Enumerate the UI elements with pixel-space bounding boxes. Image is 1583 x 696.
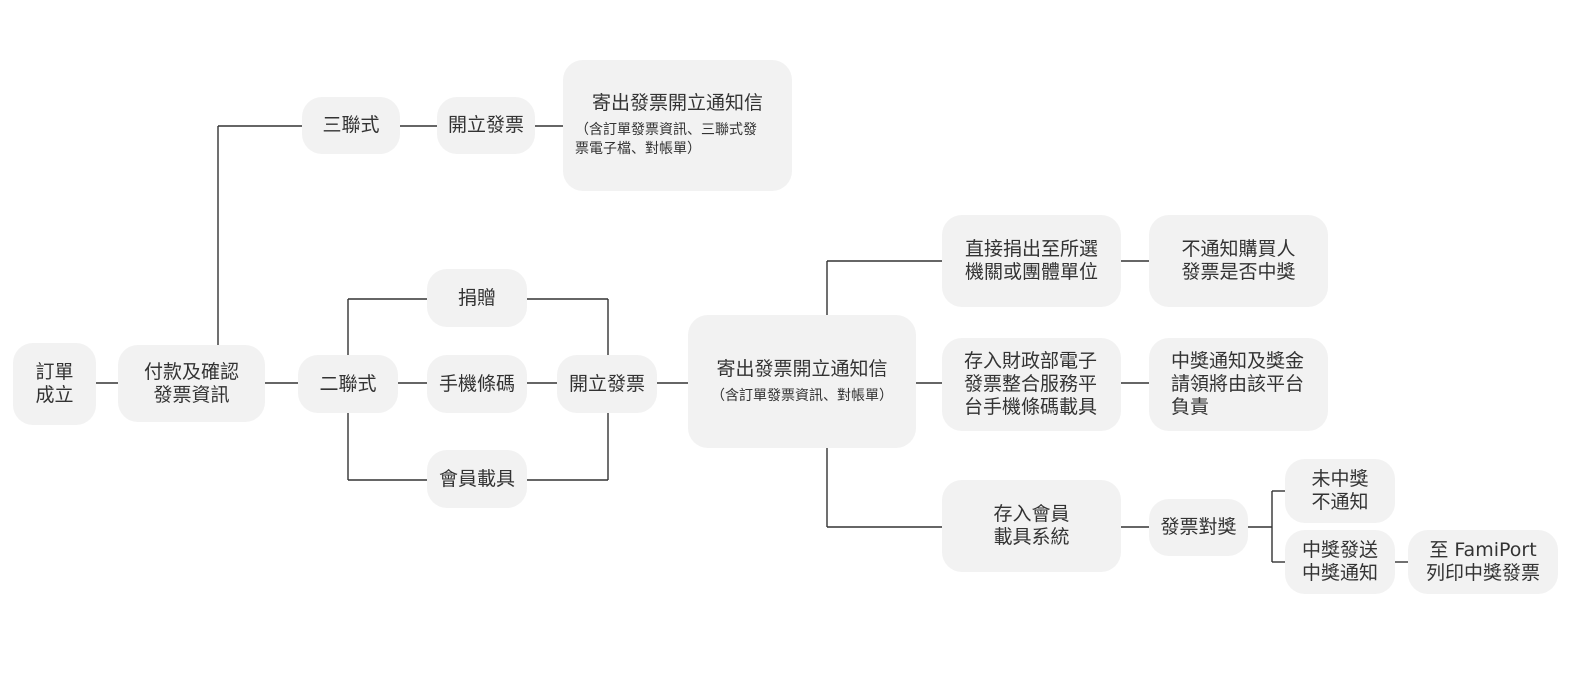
- node-note: （含訂單發票資訊、三聯式發 票電子檔、對帳單）: [575, 122, 757, 157]
- node-label: 中獎通知及獎金 請領將由該平台 負責: [1171, 350, 1305, 418]
- node-label: 存入財政部電子 發票整合服務平 台手機條碼載具: [964, 350, 1098, 418]
- node-payment-confirm: 付款及確認 發票資訊: [118, 345, 265, 422]
- node-label: 至 FamiPort 列印中獎發票: [1425, 539, 1540, 584]
- node-label: 不通知購買人 發票是否中獎: [1181, 238, 1296, 283]
- node-label: 中獎發送 中獎通知: [1301, 539, 1378, 584]
- node-no-notify-buyer: 不通知購買人 發票是否中獎: [1149, 215, 1328, 307]
- node-mobile-barcode: 手機條碼: [427, 355, 527, 413]
- node-note: （含訂單發票資訊、對帳單）: [711, 387, 893, 404]
- node-duplicate: 二聯式: [298, 355, 398, 413]
- node-member-carrier-system: 存入會員 載具系統: [942, 480, 1121, 572]
- node-label: 三聯式: [322, 114, 380, 136]
- node-label: 付款及確認 發票資訊: [143, 360, 239, 406]
- node-triplicate: 三聯式: [302, 97, 400, 154]
- node-label: 開立發票: [568, 372, 645, 395]
- node-label: 寄出發票開立通知信: [591, 92, 763, 114]
- node-duplicate-issue-invoice: 開立發票: [557, 355, 657, 413]
- node-label: 手機條碼: [438, 372, 515, 395]
- node-mof-platform: 存入財政部電子 發票整合服務平 台手機條碼載具: [942, 338, 1121, 431]
- node-not-won: 未中獎 不通知: [1285, 459, 1395, 523]
- node-order-created: 訂單 成立: [13, 343, 96, 425]
- node-label: 存入會員 載具系統: [993, 503, 1070, 548]
- node-label: 開立發票: [447, 114, 524, 136]
- node-label: 寄出發票開立通知信: [716, 357, 888, 380]
- node-won-notify: 中獎發送 中獎通知: [1285, 530, 1395, 594]
- node-mof-prize-note: 中獎通知及獎金 請領將由該平台 負責: [1149, 338, 1328, 431]
- node-member-carrier: 會員載具: [427, 450, 527, 508]
- node-label: 會員載具: [438, 467, 515, 490]
- node-label: 未中獎 不通知: [1311, 468, 1369, 513]
- node-label: 訂單 成立: [35, 361, 74, 406]
- node-triplicate-issue-invoice: 開立發票: [437, 97, 535, 154]
- node-label: 二聯式: [319, 372, 377, 395]
- node-label: 發票對獎: [1160, 516, 1237, 538]
- node-duplicate-mail-notice: 寄出發票開立通知信 （含訂單發票資訊、對帳單）: [688, 315, 916, 448]
- node-invoice-check: 發票對獎: [1149, 499, 1248, 556]
- node-donate: 捐贈: [427, 269, 527, 327]
- node-donate-to-org: 直接捐出至所選 機關或團體單位: [942, 215, 1121, 307]
- node-triplicate-mail-notice: 寄出發票開立通知信 （含訂單發票資訊、三聯式發 票電子檔、對帳單）: [563, 60, 792, 191]
- node-label: 直接捐出至所選 機關或團體單位: [964, 238, 1098, 283]
- node-famiport-print: 至 FamiPort 列印中獎發票: [1408, 530, 1558, 594]
- node-label: 捐贈: [457, 286, 496, 309]
